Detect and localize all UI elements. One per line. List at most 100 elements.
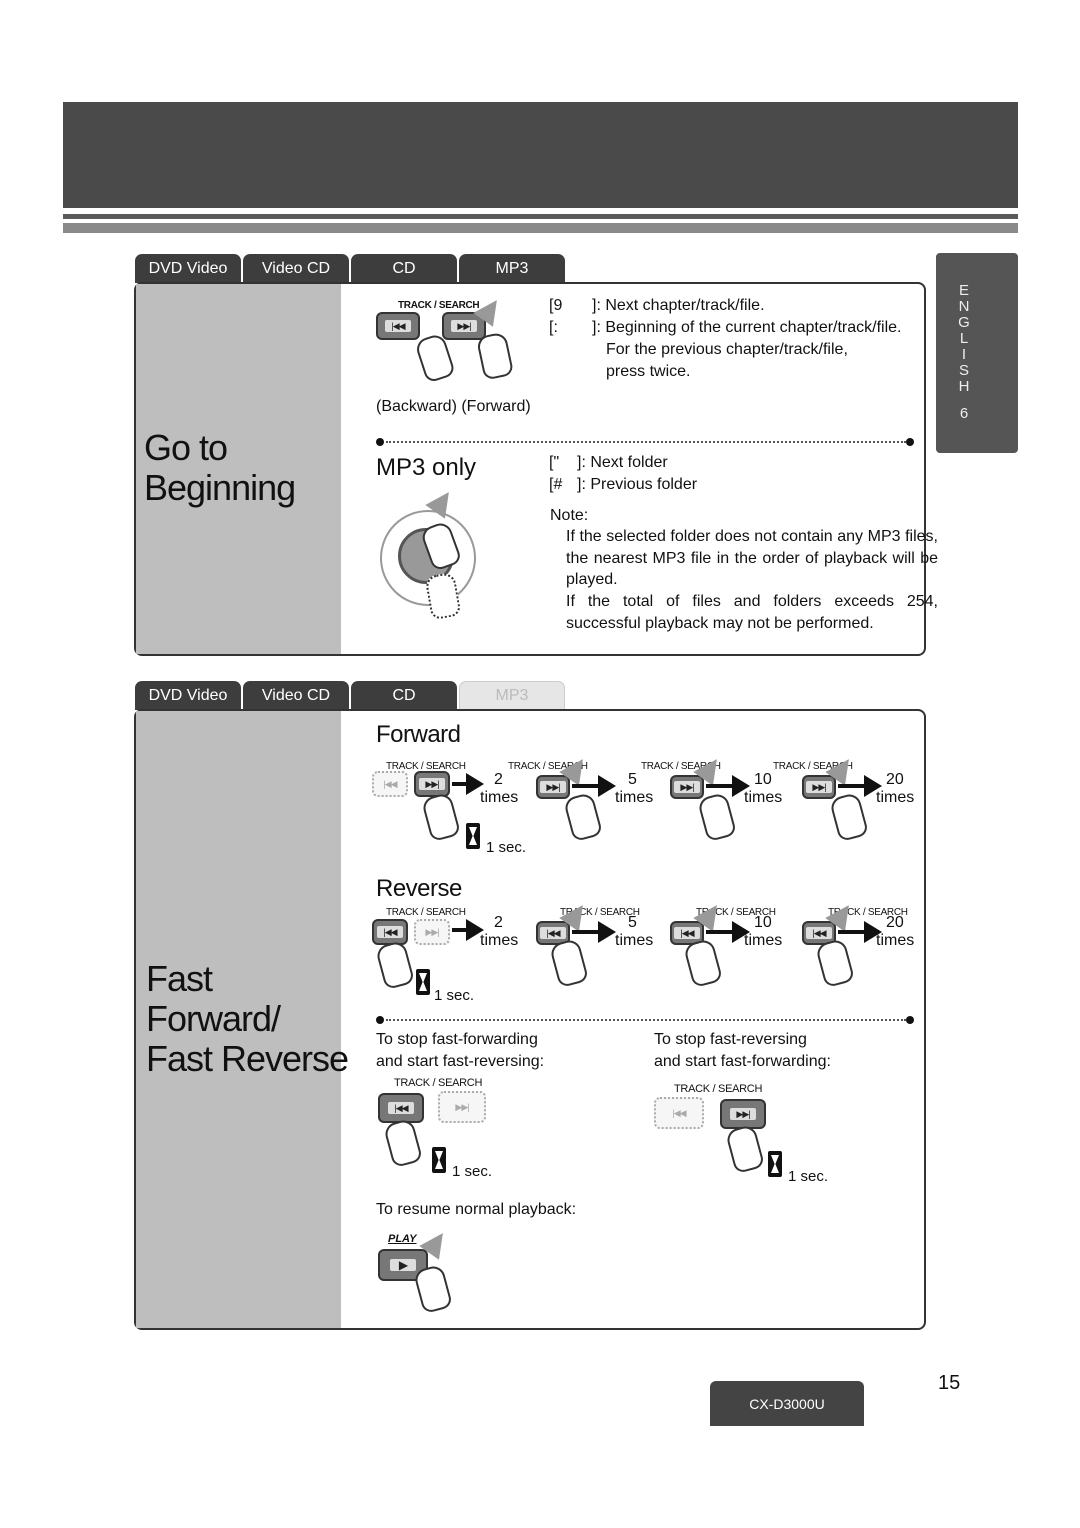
hold-duration: 1 sec. bbox=[486, 839, 527, 856]
divider-dot bbox=[906, 1016, 914, 1024]
track-search-caption: TRACK / SEARCH bbox=[560, 907, 640, 918]
joystick-ring-icon bbox=[380, 510, 476, 606]
key-begin: [: bbox=[549, 319, 558, 336]
tab-video-cd: Video CD bbox=[243, 254, 349, 283]
arrow-line bbox=[838, 930, 866, 934]
tab-video-cd: Video CD bbox=[243, 681, 349, 710]
goto-title: Go to Beginning bbox=[144, 427, 296, 508]
hand-press-icon bbox=[475, 331, 515, 381]
arrow-right-icon bbox=[598, 775, 616, 797]
step-count: 20 bbox=[886, 914, 904, 931]
hand-press-icon bbox=[374, 939, 416, 991]
tab-cd: CD bbox=[351, 254, 457, 283]
hand-press-icon bbox=[562, 791, 604, 843]
arrow-line bbox=[452, 782, 466, 786]
arrow-line bbox=[572, 930, 600, 934]
track-search-caption: TRACK / SEARCH bbox=[508, 761, 588, 772]
section-number: 6 bbox=[959, 405, 969, 422]
hand-press-icon bbox=[814, 937, 856, 989]
beginning-text-2: For the previous chapter/track/file, bbox=[606, 341, 848, 358]
track-search-caption: TRACK / SEARCH bbox=[641, 761, 721, 772]
skip-forward-button: ▶▶| bbox=[536, 775, 570, 799]
step-count: 20 bbox=[886, 771, 904, 788]
skip-forward-button: ▶▶| bbox=[414, 919, 450, 945]
play-caption: PLAY bbox=[388, 1233, 417, 1245]
stop-ff-instruction: To stop fast-forwarding and start fast-r… bbox=[376, 1031, 545, 1070]
hourglass-icon bbox=[432, 1147, 446, 1173]
dotted-divider bbox=[386, 1019, 906, 1021]
reverse-heading: Reverse bbox=[376, 875, 462, 902]
hand-press-icon bbox=[682, 937, 724, 989]
arrow-right-icon bbox=[864, 921, 882, 943]
skip-back-button: |◀◀ bbox=[654, 1097, 704, 1129]
forward-heading: Forward bbox=[376, 721, 461, 748]
hand-press-icon bbox=[828, 791, 870, 843]
hand-press-icon bbox=[724, 1123, 766, 1175]
skip-back-button: |◀◀ bbox=[372, 919, 408, 945]
dotted-divider bbox=[386, 441, 906, 443]
tab-cd: CD bbox=[351, 681, 457, 710]
step-count: 5 bbox=[628, 914, 637, 931]
fast-forward-panel: Fast Forward/ Fast Reverse Forward TRACK… bbox=[134, 709, 926, 1330]
arrow-right-icon bbox=[598, 921, 616, 943]
track-search-caption: TRACK / SEARCH bbox=[674, 1083, 763, 1095]
key-prev-folder: [# bbox=[549, 476, 563, 493]
direction-caption: (Backward) (Forward) bbox=[376, 398, 531, 415]
arrow-right-icon bbox=[864, 775, 882, 797]
skip-back-button: |◀◀ bbox=[376, 312, 420, 340]
skip-forward-button: ▶▶| bbox=[720, 1099, 766, 1129]
track-search-caption: TRACK / SEARCH bbox=[696, 907, 776, 918]
times-label: times bbox=[876, 932, 915, 949]
times-label: times bbox=[744, 932, 783, 949]
hold-duration: 1 sec. bbox=[434, 987, 475, 1004]
skip-back-button: |◀◀ bbox=[372, 771, 408, 797]
track-search-caption: TRACK / SEARCH bbox=[394, 1077, 483, 1089]
hand-press-icon bbox=[420, 791, 462, 843]
step-count: 2 bbox=[494, 914, 503, 931]
track-search-caption: TRACK / SEARCH bbox=[773, 761, 853, 772]
times-label: times bbox=[615, 932, 654, 949]
tab-dvd-video: DVD Video bbox=[135, 681, 241, 710]
beginning-text: ]: Beginning of the current chapter/trac… bbox=[592, 319, 902, 336]
skip-back-button: |◀◀ bbox=[378, 1093, 424, 1123]
step-count: 10 bbox=[754, 771, 772, 788]
skip-back-button: |◀◀ bbox=[670, 921, 704, 945]
arrow-line bbox=[452, 928, 466, 932]
step-count: 10 bbox=[754, 914, 772, 931]
hourglass-icon bbox=[416, 969, 430, 995]
hourglass-icon bbox=[768, 1151, 782, 1177]
note-1: If the selected folder does not contain … bbox=[566, 528, 938, 588]
page-number: 15 bbox=[938, 1372, 961, 1394]
key-next: [9 bbox=[549, 297, 563, 314]
next-chapter-text: ]: Next chapter/track/file. bbox=[592, 297, 765, 314]
arrow-right-icon bbox=[732, 921, 750, 943]
goto-title-column bbox=[136, 284, 341, 654]
goto-beginning-panel: Go to Beginning TRACK / SEARCH |◀◀ ▶▶| [… bbox=[134, 282, 938, 656]
format-tabs-bottom: DVD Video Video CD CD MP3 bbox=[135, 681, 565, 710]
header-bar bbox=[63, 102, 1018, 208]
arrow-right-icon bbox=[466, 773, 484, 795]
stop-fr-instruction: To stop fast-reversing and start fast-fo… bbox=[654, 1031, 831, 1070]
note-2: If the total of files and folders exceed… bbox=[566, 593, 938, 632]
step-count: 5 bbox=[628, 771, 637, 788]
arrow-right-icon bbox=[732, 775, 750, 797]
track-search-caption: TRACK / SEARCH bbox=[386, 761, 466, 772]
beginning-text-3: press twice. bbox=[606, 363, 691, 380]
times-label: times bbox=[744, 789, 783, 806]
hand-press-icon bbox=[412, 1263, 454, 1315]
hand-press-icon bbox=[413, 332, 457, 384]
mp3-only-heading: MP3 only bbox=[376, 454, 477, 481]
ff-title-column bbox=[136, 711, 341, 1328]
arrow-line bbox=[838, 784, 866, 788]
tab-mp3: MP3 bbox=[459, 254, 565, 283]
skip-forward-button: ▶▶| bbox=[414, 771, 450, 797]
header-stripe bbox=[63, 214, 1018, 233]
arrow-line bbox=[706, 784, 734, 788]
skip-forward-button: ▶▶| bbox=[438, 1091, 486, 1123]
hold-duration: 1 sec. bbox=[788, 1168, 829, 1185]
arrow-line bbox=[706, 930, 734, 934]
arrow-line bbox=[572, 784, 600, 788]
track-search-caption: TRACK / SEARCH bbox=[398, 300, 480, 311]
